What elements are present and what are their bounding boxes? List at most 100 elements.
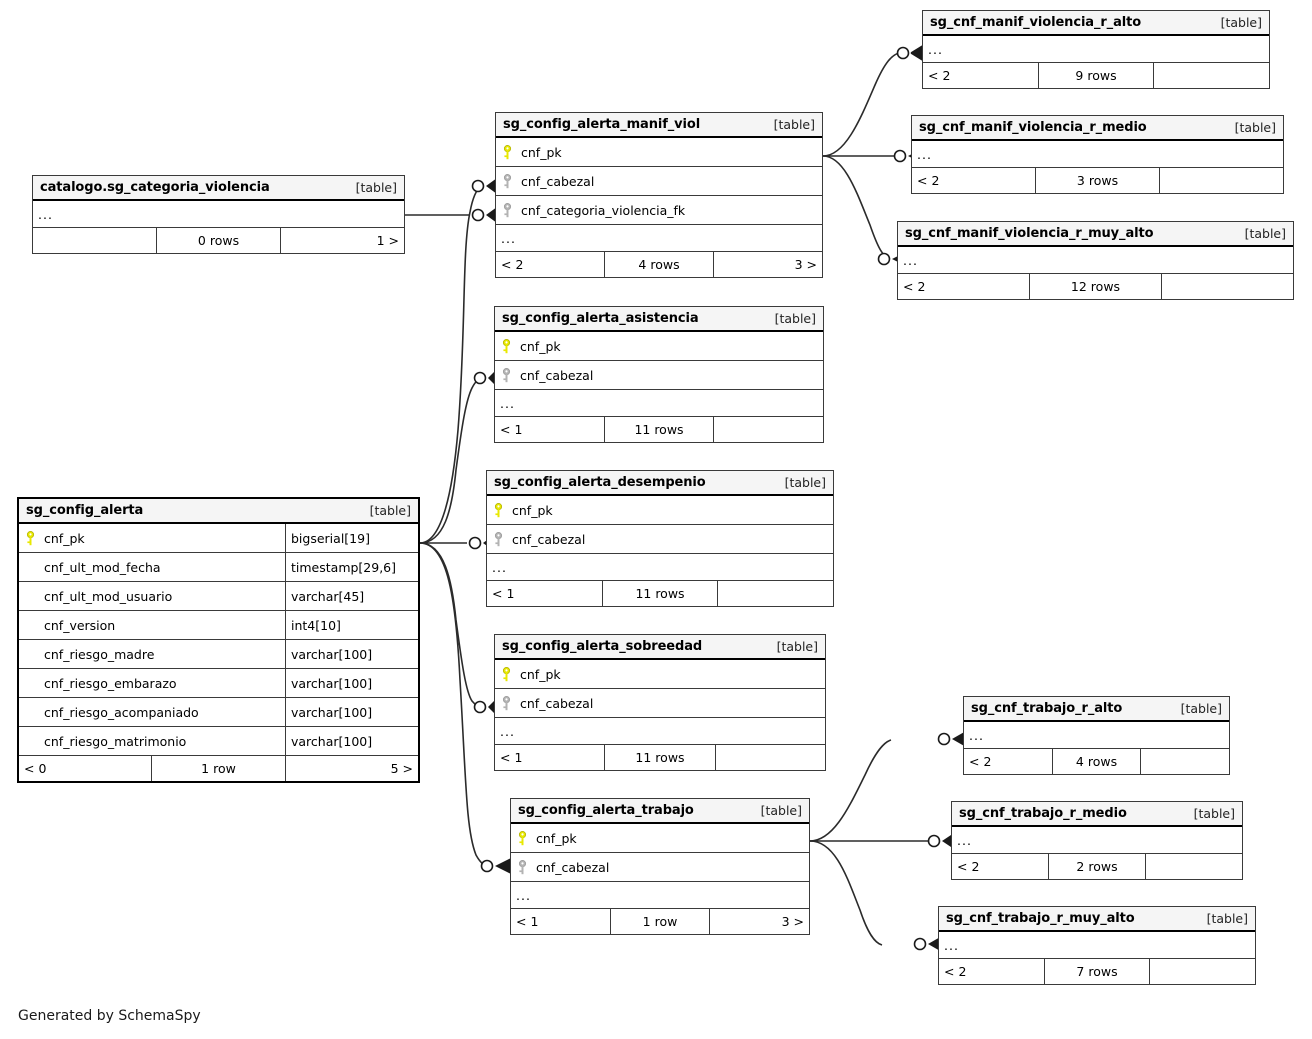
table-header: sg_cnf_trabajo_r_medio [table] (952, 802, 1242, 827)
table-title: sg_cnf_trabajo_r_muy_alto (946, 910, 1135, 926)
table-footer: < 2 4 rows 3 > (496, 252, 822, 277)
table-sg_config_alerta_asistencia[interactable]: sg_config_alerta_asistencia [table] cnf_… (494, 306, 824, 443)
hidden-columns-ellipsis: ... (511, 882, 809, 909)
column-name: cnf_cabezal (521, 173, 595, 189)
column-left-cell: cnf_pk (496, 138, 822, 166)
table-sg_config_alerta_desempenio[interactable]: sg_config_alerta_desempenio [table] cnf_… (486, 470, 834, 607)
footer-parents-count: < 2 (944, 964, 967, 979)
table-footer: < 2 12 rows (898, 274, 1293, 299)
footer-children-count (717, 581, 833, 606)
footer-children-count (714, 745, 825, 770)
table-title: sg_cnf_manif_violencia_r_medio (919, 119, 1147, 135)
table-header: sg_config_alerta_desempenio [table] (487, 471, 833, 496)
no-key-spacer (25, 734, 36, 749)
column-row[interactable]: cnf_pk (487, 496, 833, 525)
foreign-key-icon (501, 695, 512, 711)
table-type-tag: [table] (1193, 805, 1235, 821)
footer-children-count (1145, 854, 1242, 879)
footer-row-count: 2 rows (1048, 854, 1145, 879)
table-sg_cnf_manif_violencia_r_muy_alto[interactable]: sg_cnf_manif_violencia_r_muy_alto [table… (897, 221, 1294, 300)
hidden-columns-ellipsis: ... (912, 141, 1283, 168)
column-name: cnf_pk (520, 338, 561, 354)
column-row[interactable]: cnf_cabezal (496, 167, 822, 196)
table-title: sg_config_alerta_asistencia (502, 310, 699, 326)
edge-alerta-to-asistencia (419, 377, 484, 544)
table-sg_cnf_manif_violencia_r_medio[interactable]: sg_cnf_manif_violencia_r_medio [table] .… (911, 115, 1284, 194)
table-catalogo-sg_categoria_violencia[interactable]: catalogo.sg_categoria_violencia [table] … (32, 175, 405, 254)
column-row[interactable]: cnf_pk bigserial[19] (19, 524, 418, 553)
footer-parents-count: < 1 (492, 586, 515, 601)
footer-parents-count: < 1 (516, 914, 539, 929)
column-name: cnf_cabezal (536, 859, 610, 875)
footer-row-count: 11 rows (603, 417, 714, 442)
table-sg_config_alerta_sobreedad[interactable]: sg_config_alerta_sobreedad [table] cnf_p… (494, 634, 826, 771)
table-title: sg_config_alerta (26, 502, 144, 518)
column-left-cell: cnf_cabezal (487, 525, 833, 553)
column-row[interactable]: cnf_pk (496, 138, 822, 167)
table-sg_config_alerta_trabajo[interactable]: sg_config_alerta_trabajo [table] cnf_pk … (510, 798, 810, 935)
column-row[interactable]: cnf_riesgo_embarazo varchar[100] (19, 669, 418, 698)
footer-row-count: 1 row (151, 756, 284, 781)
table-footer: < 2 9 rows (923, 63, 1269, 88)
no-key-spacer (25, 705, 36, 720)
column-left-cell: cnf_cabezal (495, 689, 825, 717)
table-sg_cnf_trabajo_r_alto[interactable]: sg_cnf_trabajo_r_alto [table] ... < 2 4 … (963, 696, 1230, 775)
edge-trabajo-to-rmuyalto (809, 840, 883, 946)
column-left-cell: cnf_ult_mod_fecha (19, 553, 285, 581)
column-row[interactable]: cnf_riesgo_acompaniado varchar[100] (19, 698, 418, 727)
column-row[interactable]: cnf_cabezal (495, 689, 825, 718)
column-name: cnf_pk (44, 530, 85, 546)
column-row[interactable]: cnf_pk (511, 824, 809, 853)
column-row[interactable]: cnf_cabezal (511, 853, 809, 882)
primary-key-icon (502, 144, 513, 160)
table-sg_config_alerta[interactable]: sg_config_alerta [table] cnf_pk bigseria… (17, 497, 420, 783)
footer-children-count (1140, 749, 1229, 774)
table-title: sg_config_alerta_trabajo (518, 802, 694, 818)
table-title: sg_config_alerta_manif_viol (503, 116, 701, 132)
table-title: sg_cnf_manif_violencia_r_alto (930, 14, 1142, 30)
footer-parents-count: < 2 (917, 173, 940, 188)
column-type: varchar[100] (285, 669, 418, 697)
footer-row-count: 1 row (609, 909, 710, 934)
column-type: timestamp[29,6] (285, 553, 418, 581)
column-type: bigserial[19] (285, 524, 418, 552)
column-name: cnf_riesgo_acompaniado (44, 704, 199, 720)
foreign-key-icon (493, 531, 504, 547)
hidden-columns-ellipsis: ... (495, 718, 825, 745)
table-footer: < 1 11 rows (495, 745, 825, 770)
column-row[interactable]: cnf_pk (495, 660, 825, 689)
table-sg_cnf_trabajo_r_muy_alto[interactable]: sg_cnf_trabajo_r_muy_alto [table] ... < … (938, 906, 1256, 985)
column-row[interactable]: cnf_categoria_violencia_fk (496, 196, 822, 225)
column-row[interactable]: cnf_cabezal (487, 525, 833, 554)
footer-children-count: 1 > (280, 228, 404, 253)
table-title: sg_cnf_manif_violencia_r_muy_alto (905, 225, 1154, 241)
column-row[interactable]: cnf_riesgo_matrimonio varchar[100] (19, 727, 418, 756)
column-row[interactable]: cnf_pk (495, 332, 823, 361)
no-key-spacer (25, 560, 36, 575)
table-footer: 0 rows 1 > (33, 228, 404, 253)
table-sg_config_alerta_manif_viol[interactable]: sg_config_alerta_manif_viol [table] cnf_… (495, 112, 823, 278)
table-footer: < 2 3 rows (912, 168, 1283, 193)
table-sg_cnf_manif_violencia_r_alto[interactable]: sg_cnf_manif_violencia_r_alto [table] ..… (922, 10, 1270, 89)
column-row[interactable]: cnf_version int4[10] (19, 611, 418, 640)
footer-row-count: 4 rows (604, 252, 713, 277)
footer-parents-count (33, 228, 156, 253)
column-name: cnf_pk (512, 502, 553, 518)
column-left-cell: cnf_categoria_violencia_fk (496, 196, 822, 224)
table-type-tag: [table] (1206, 910, 1248, 926)
footer-row-count: 3 rows (1035, 168, 1159, 193)
table-type-tag: [table] (1244, 225, 1286, 241)
column-row[interactable]: cnf_riesgo_madre varchar[100] (19, 640, 418, 669)
column-name: cnf_riesgo_matrimonio (44, 733, 187, 749)
column-row[interactable]: cnf_cabezal (495, 361, 823, 390)
table-footer: < 2 4 rows (964, 749, 1229, 774)
column-row[interactable]: cnf_ult_mod_usuario varchar[45] (19, 582, 418, 611)
table-sg_cnf_trabajo_r_medio[interactable]: sg_cnf_trabajo_r_medio [table] ... < 2 2… (951, 801, 1243, 880)
table-title: sg_cnf_trabajo_r_alto (971, 700, 1123, 716)
footer-parents-count: < 0 (24, 761, 47, 776)
column-left-cell: cnf_pk (487, 496, 833, 524)
foreign-key-icon (501, 367, 512, 383)
footer-children-count (1159, 168, 1283, 193)
column-row[interactable]: cnf_ult_mod_fecha timestamp[29,6] (19, 553, 418, 582)
table-header: catalogo.sg_categoria_violencia [table] (33, 176, 404, 201)
